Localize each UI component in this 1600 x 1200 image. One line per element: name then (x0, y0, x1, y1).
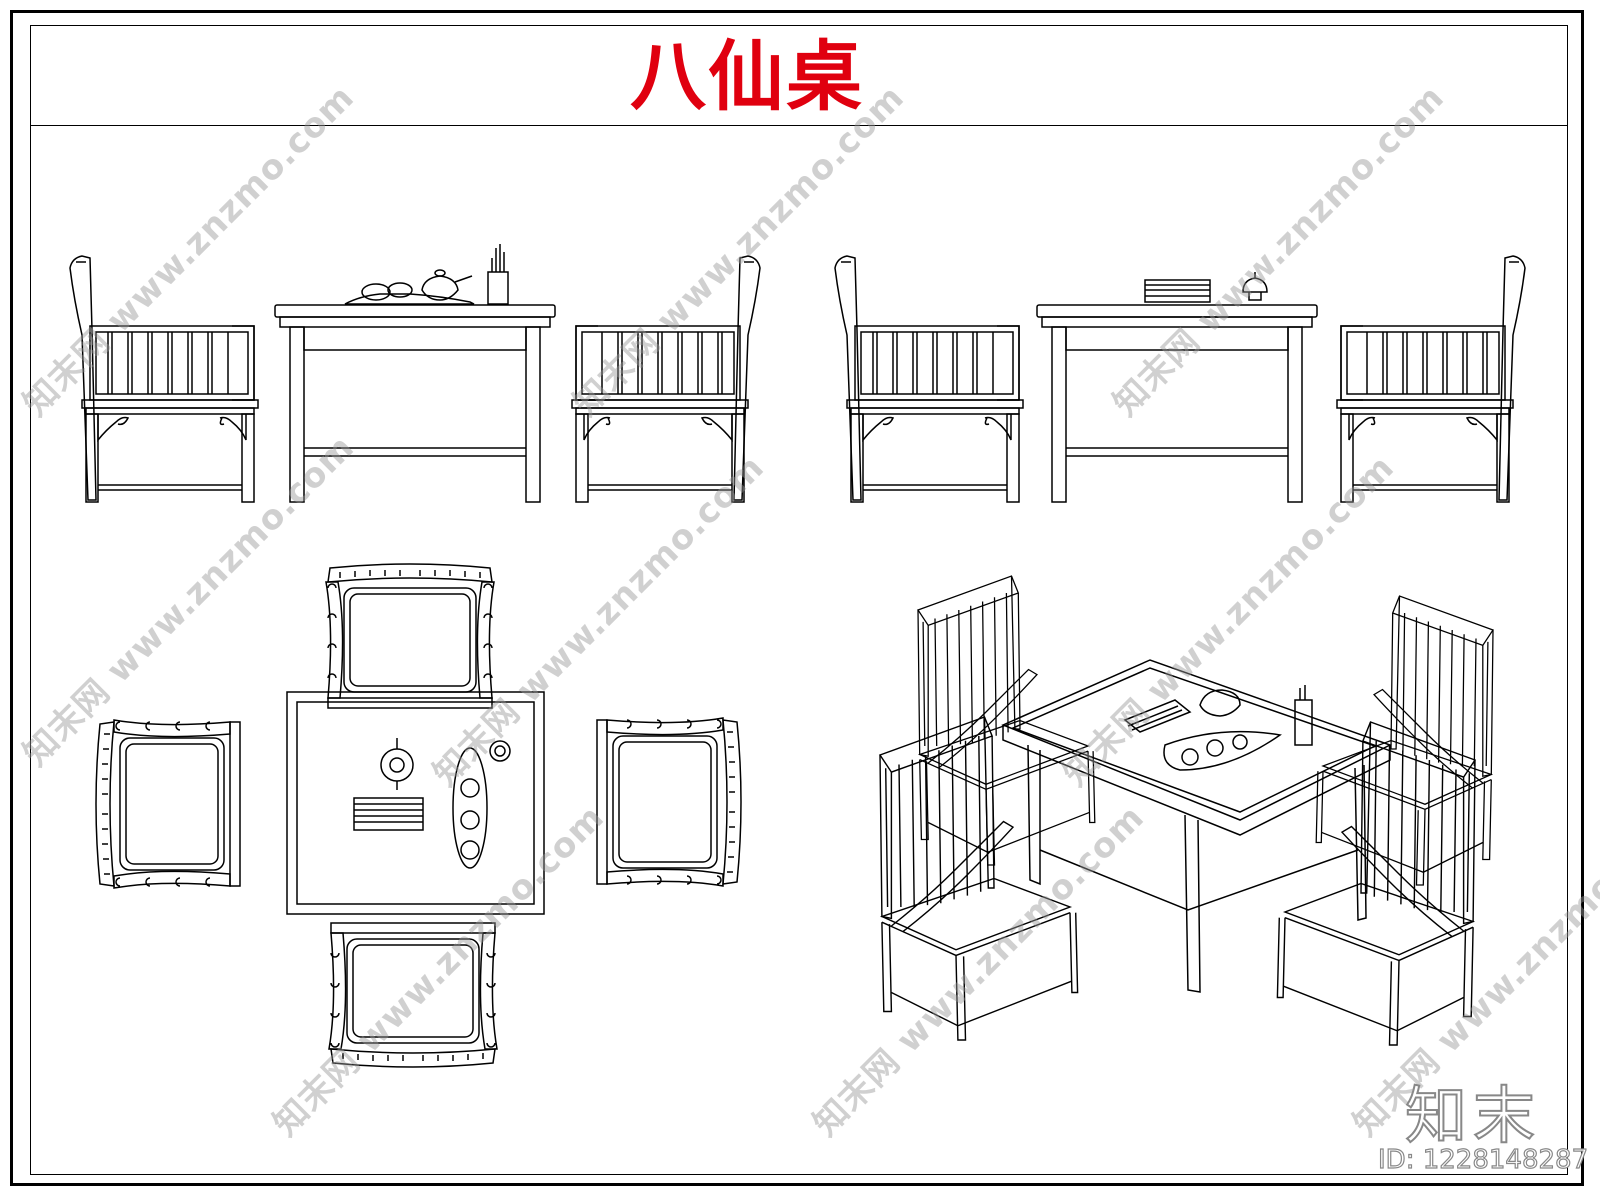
title-divider (30, 125, 1568, 126)
drawing-title: 八仙桌 (630, 32, 864, 121)
inner-frame (30, 25, 1568, 1175)
axonometric-view (879, 575, 1494, 1046)
front-elevation-view (69, 244, 761, 503)
side-elevation-view (834, 255, 1526, 503)
plan-view (95, 563, 742, 1068)
watermark-logo: 知末 (1404, 1078, 1542, 1153)
outer-frame (10, 10, 1584, 1186)
image-id: ID: 1228148287 (1377, 1144, 1589, 1175)
